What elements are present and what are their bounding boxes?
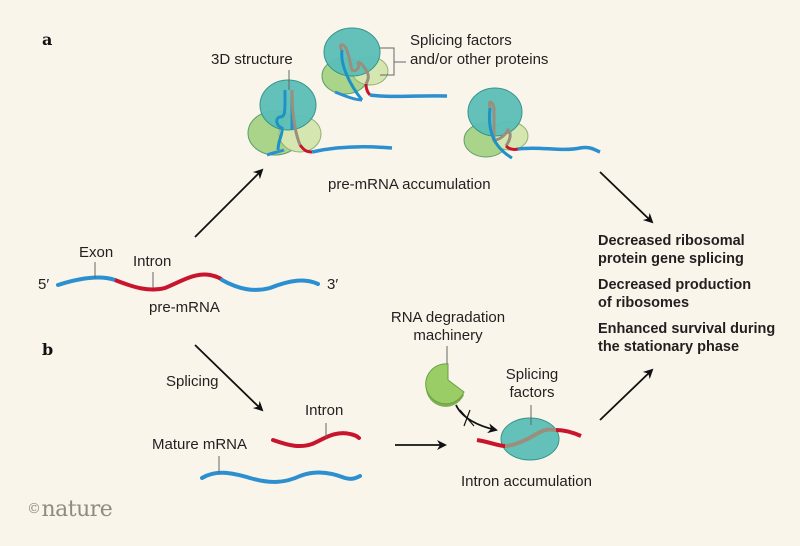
factors-b-label-1: Splicing: [505, 366, 559, 383]
splicing-factors-label-1: Splicing factors: [410, 32, 512, 49]
complex-3d-structure: [247, 70, 393, 157]
five-prime-label: 5′: [38, 276, 50, 293]
intron-segment: [114, 272, 224, 292]
arrow-a-to-outcomes: [599, 171, 654, 224]
intron-b-label: Intron: [305, 402, 344, 419]
panel-label-b: b: [42, 340, 54, 359]
premrna-accumulation-caption: pre-mRNA accumulation: [328, 176, 491, 193]
panel-label-a: a: [42, 30, 53, 49]
intron-bound-factors: [476, 405, 582, 461]
rna-degradation-machinery: [425, 346, 465, 407]
block-x-icon: [459, 409, 475, 427]
exon-segment-5: [56, 275, 117, 287]
outcome-ribosomes: Decreased production of ribosomes: [598, 277, 752, 311]
arrow-to-panel-a: [194, 168, 264, 238]
structure-label: 3D structure: [211, 51, 293, 68]
outcome-survival: Enhanced survival during the stationary …: [598, 321, 776, 355]
degradation-label-1: RNA degradation: [390, 309, 506, 326]
premrna-strand: [56, 262, 320, 292]
splicing-factors-label-2: and/or other proteins: [410, 51, 549, 68]
copyright-symbol: ©: [27, 501, 41, 517]
complex-splicing-factors: [321, 27, 448, 102]
three-prime-label: 3′: [327, 276, 339, 293]
splicing-label: Splicing: [166, 373, 219, 390]
mature-mrna-label: Mature mRNA: [152, 436, 248, 453]
intron-label: Intron: [133, 253, 172, 270]
premrna-title: pre-mRNA: [149, 299, 220, 316]
mature-mrna-strand: [200, 470, 362, 484]
outcomes-list: Decreased ribosomal protein gene splicin…: [598, 232, 775, 364]
excised-intron: [271, 431, 361, 449]
exon-segment-3: [220, 278, 320, 292]
factors-b-label-2: factors: [509, 384, 555, 401]
arrow-b-to-outcomes: [599, 368, 654, 421]
arrow-to-splicing: [194, 344, 264, 412]
complex-accumulated: [463, 87, 601, 160]
brand-name: nature: [41, 497, 113, 522]
intron-accumulation-caption: Intron accumulation: [461, 473, 592, 490]
nature-logo: ©nature: [27, 497, 113, 522]
degradation-label-2: machinery: [413, 327, 483, 344]
blocked-degradation-arrow: [455, 404, 498, 434]
outcome-splicing: Decreased ribosomal protein gene splicin…: [598, 233, 745, 267]
exon-label: Exon: [79, 244, 114, 261]
